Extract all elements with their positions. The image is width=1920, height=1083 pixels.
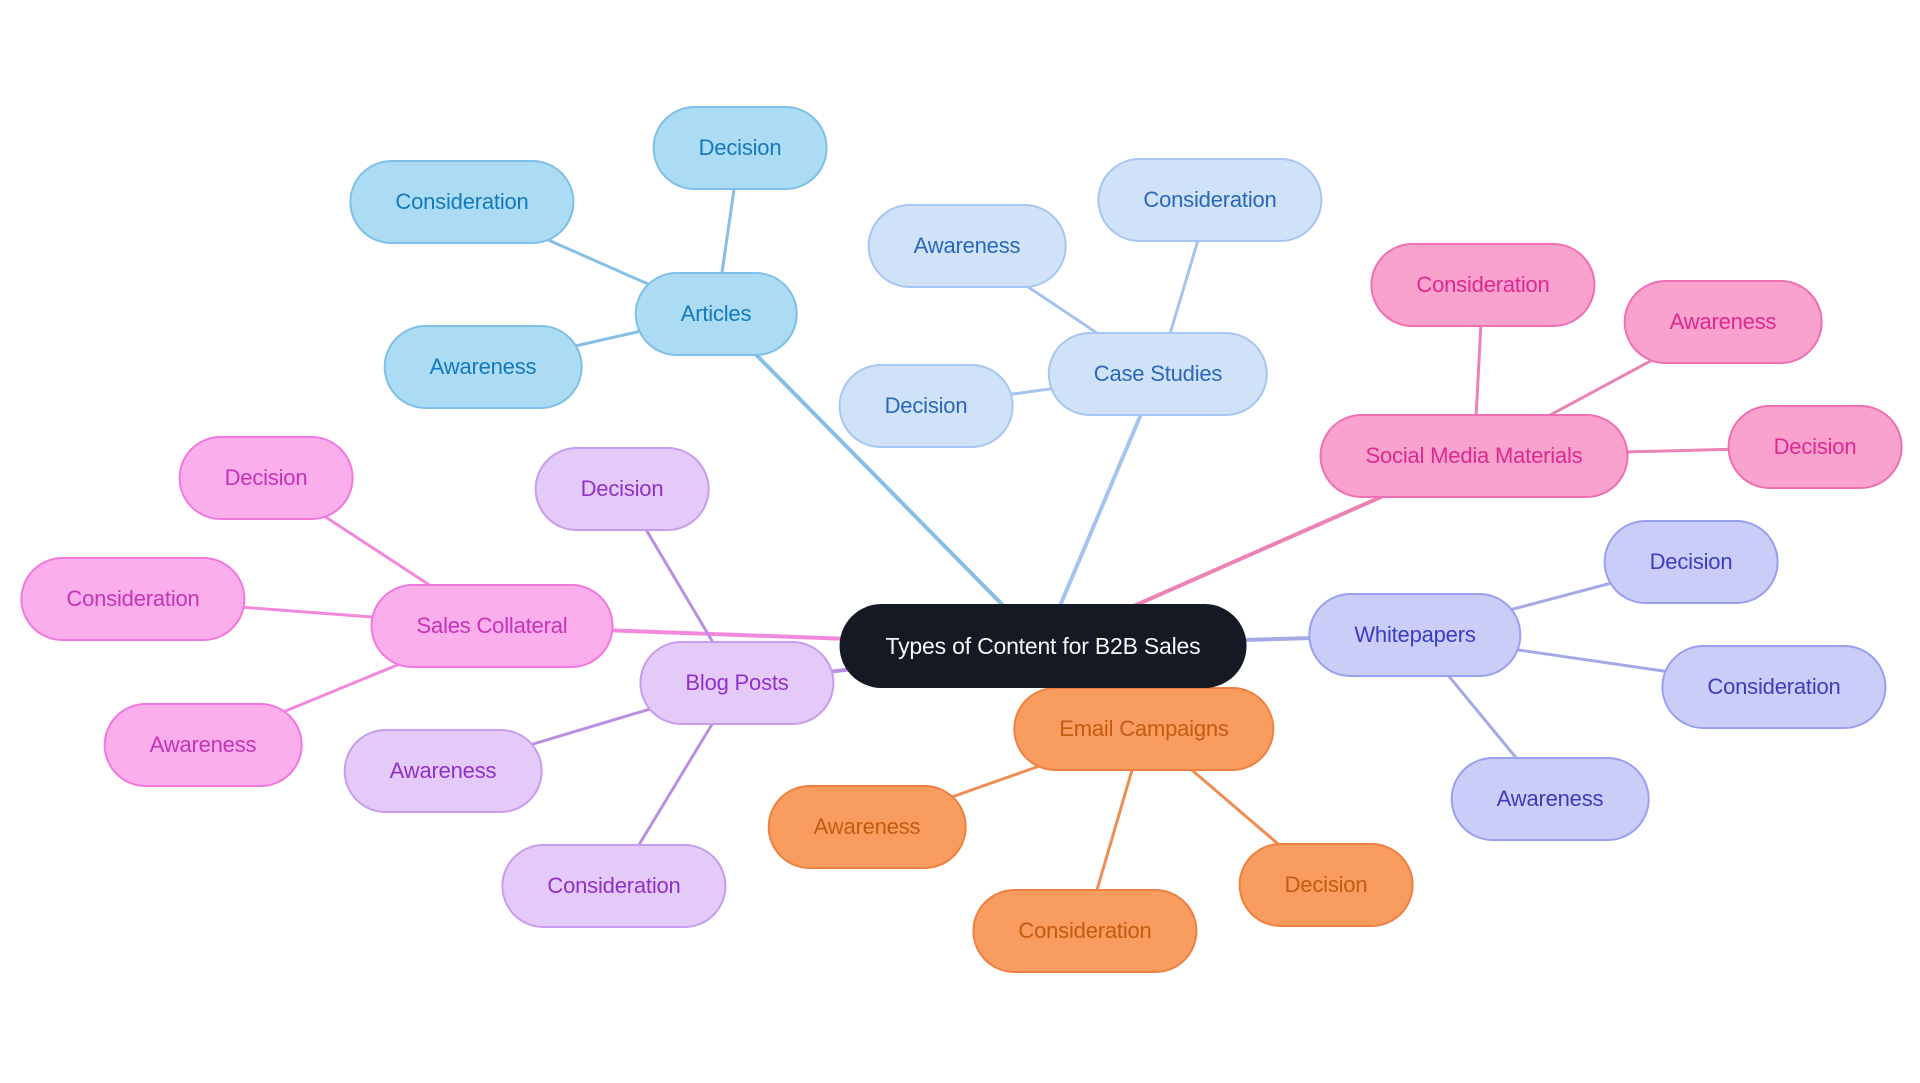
branch-node-email-campaigns[interactable]: Email Campaigns — [1013, 687, 1275, 771]
child-node-social-media-materials-decision[interactable]: Decision — [1727, 405, 1903, 489]
central-node[interactable]: Types of Content for B2B Sales — [839, 604, 1247, 688]
child-node-email-campaigns-awareness[interactable]: Awareness — [767, 785, 967, 869]
branch-node-articles[interactable]: Articles — [634, 272, 798, 356]
child-node-whitepapers-consideration[interactable]: Consideration — [1661, 645, 1887, 729]
branch-node-sales-collateral[interactable]: Sales Collateral — [370, 584, 614, 668]
child-node-case-studies-consideration[interactable]: Consideration — [1097, 158, 1323, 242]
edge-central-to-case-studies — [1041, 372, 1160, 648]
child-node-email-campaigns-decision[interactable]: Decision — [1238, 843, 1414, 927]
child-node-sales-collateral-awareness[interactable]: Awareness — [103, 703, 303, 787]
child-node-articles-awareness[interactable]: Awareness — [383, 325, 583, 409]
child-node-email-campaigns-consideration[interactable]: Consideration — [972, 889, 1198, 973]
child-node-blog-posts-decision[interactable]: Decision — [534, 447, 710, 531]
child-node-whitepapers-awareness[interactable]: Awareness — [1450, 757, 1650, 841]
child-node-social-media-materials-awareness[interactable]: Awareness — [1623, 280, 1823, 364]
child-node-case-studies-decision[interactable]: Decision — [838, 364, 1014, 448]
branch-node-social-media-materials[interactable]: Social Media Materials — [1319, 414, 1629, 498]
child-node-blog-posts-consideration[interactable]: Consideration — [501, 844, 727, 928]
child-node-articles-consideration[interactable]: Consideration — [349, 160, 575, 244]
branch-node-whitepapers[interactable]: Whitepapers — [1308, 593, 1522, 677]
child-node-sales-collateral-decision[interactable]: Decision — [178, 436, 354, 520]
child-node-whitepapers-decision[interactable]: Decision — [1603, 520, 1779, 604]
child-node-articles-decision[interactable]: Decision — [652, 106, 828, 190]
child-node-blog-posts-awareness[interactable]: Awareness — [343, 729, 543, 813]
branch-node-blog-posts[interactable]: Blog Posts — [639, 641, 835, 725]
branch-node-case-studies[interactable]: Case Studies — [1047, 332, 1269, 416]
child-node-case-studies-awareness[interactable]: Awareness — [867, 204, 1067, 288]
child-node-social-media-materials-consideration[interactable]: Consideration — [1370, 243, 1596, 327]
child-node-sales-collateral-consideration[interactable]: Consideration — [20, 557, 246, 641]
edge-central-to-articles — [714, 312, 1045, 648]
